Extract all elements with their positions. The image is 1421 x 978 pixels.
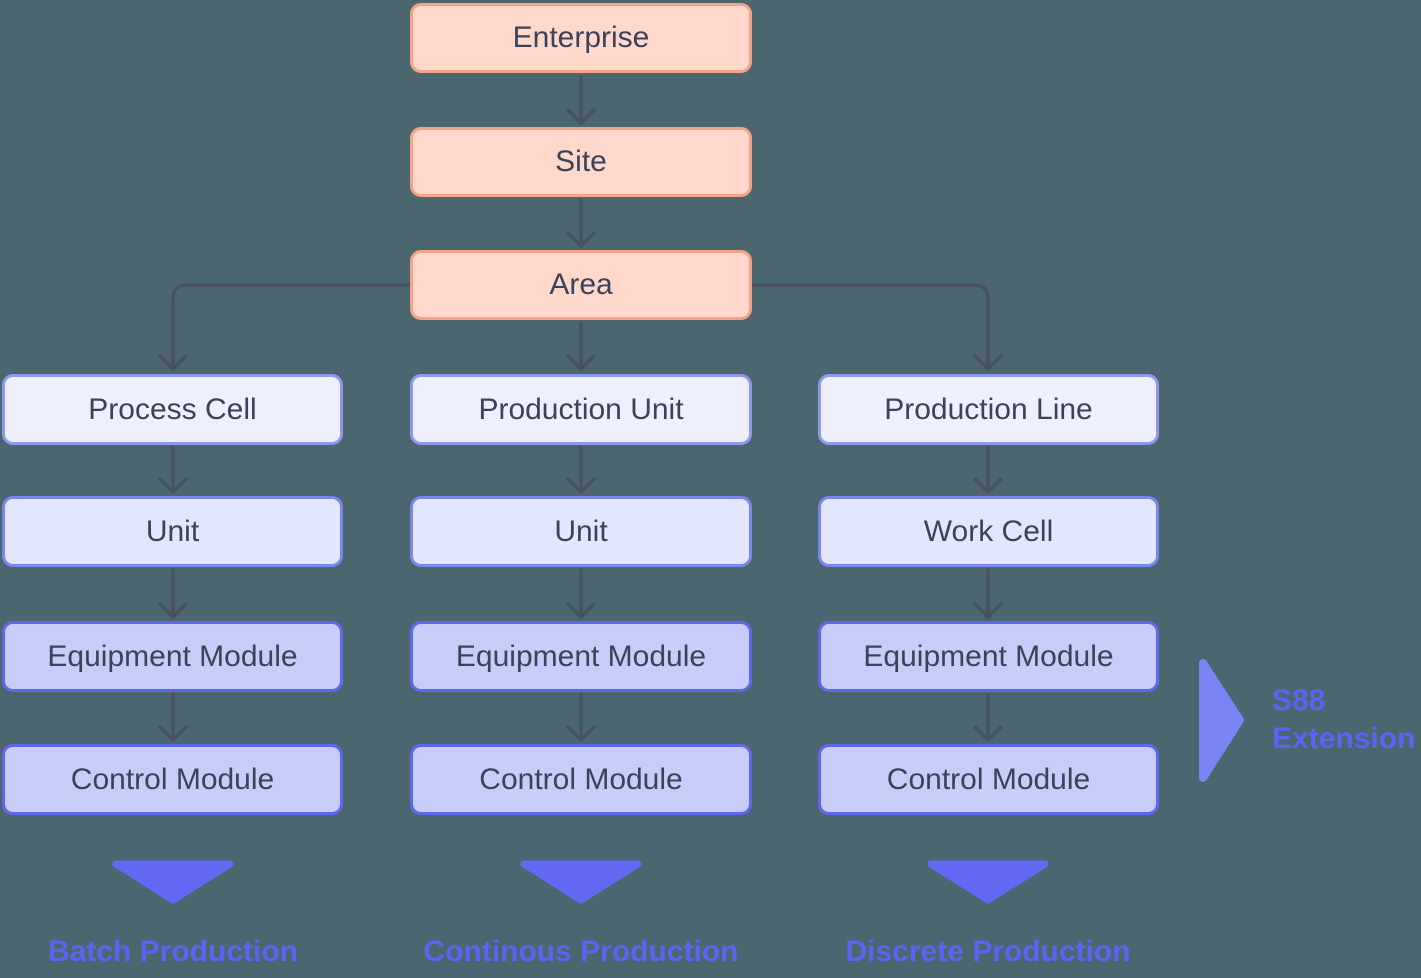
s88-label-line1: S88 (1272, 684, 1326, 717)
arrow-down-icon (158, 446, 188, 494)
arrow-site-to-area-icon (566, 198, 596, 248)
node-equipment-module-continuous: Equipment Module (410, 621, 752, 692)
caption-continuous-production: Continous Production (423, 935, 739, 968)
down-triangle-icon (927, 860, 1049, 904)
node-area: Area (410, 250, 752, 320)
arrow-area-to-production-unit-icon (566, 321, 596, 371)
down-triangle-icon (520, 860, 642, 904)
arrow-down-icon (973, 446, 1003, 494)
node-unit-continuous: Unit (410, 496, 752, 567)
right-triangle-icon (1199, 659, 1244, 782)
node-control-module-continuous: Control Module (410, 744, 752, 815)
s88-extension-label: S88 Extension (1272, 682, 1415, 758)
down-triangle-icon (112, 860, 234, 904)
node-control-module-batch: Control Module (2, 744, 343, 815)
node-equipment-module-discrete: Equipment Module (818, 621, 1159, 692)
node-work-cell: Work Cell (818, 496, 1159, 567)
caption-batch-production: Batch Production (47, 935, 299, 968)
node-enterprise: Enterprise (410, 3, 752, 73)
arrow-down-icon (566, 693, 596, 742)
arrow-down-icon (973, 568, 1003, 619)
node-production-unit: Production Unit (410, 374, 752, 445)
arrow-down-icon (158, 693, 188, 742)
s88-label-line2: Extension (1272, 722, 1416, 755)
node-equipment-module-batch: Equipment Module (2, 621, 343, 692)
arrow-down-icon (566, 568, 596, 619)
arrow-area-to-production-line-icon (751, 283, 1003, 371)
arrow-down-icon (566, 446, 596, 494)
triangle-markers (112, 659, 1244, 904)
caption-discrete-production: Discrete Production (845, 935, 1131, 968)
node-site: Site (410, 127, 752, 197)
arrow-area-to-process-cell-icon (158, 283, 411, 371)
arrow-down-icon (158, 568, 188, 619)
arrow-enterprise-to-site-icon (566, 75, 596, 125)
node-control-module-discrete: Control Module (818, 744, 1159, 815)
node-unit-batch: Unit (2, 496, 343, 567)
node-production-line: Production Line (818, 374, 1159, 445)
node-process-cell: Process Cell (2, 374, 343, 445)
connector-arrows (158, 75, 1003, 742)
arrow-down-icon (973, 693, 1003, 742)
